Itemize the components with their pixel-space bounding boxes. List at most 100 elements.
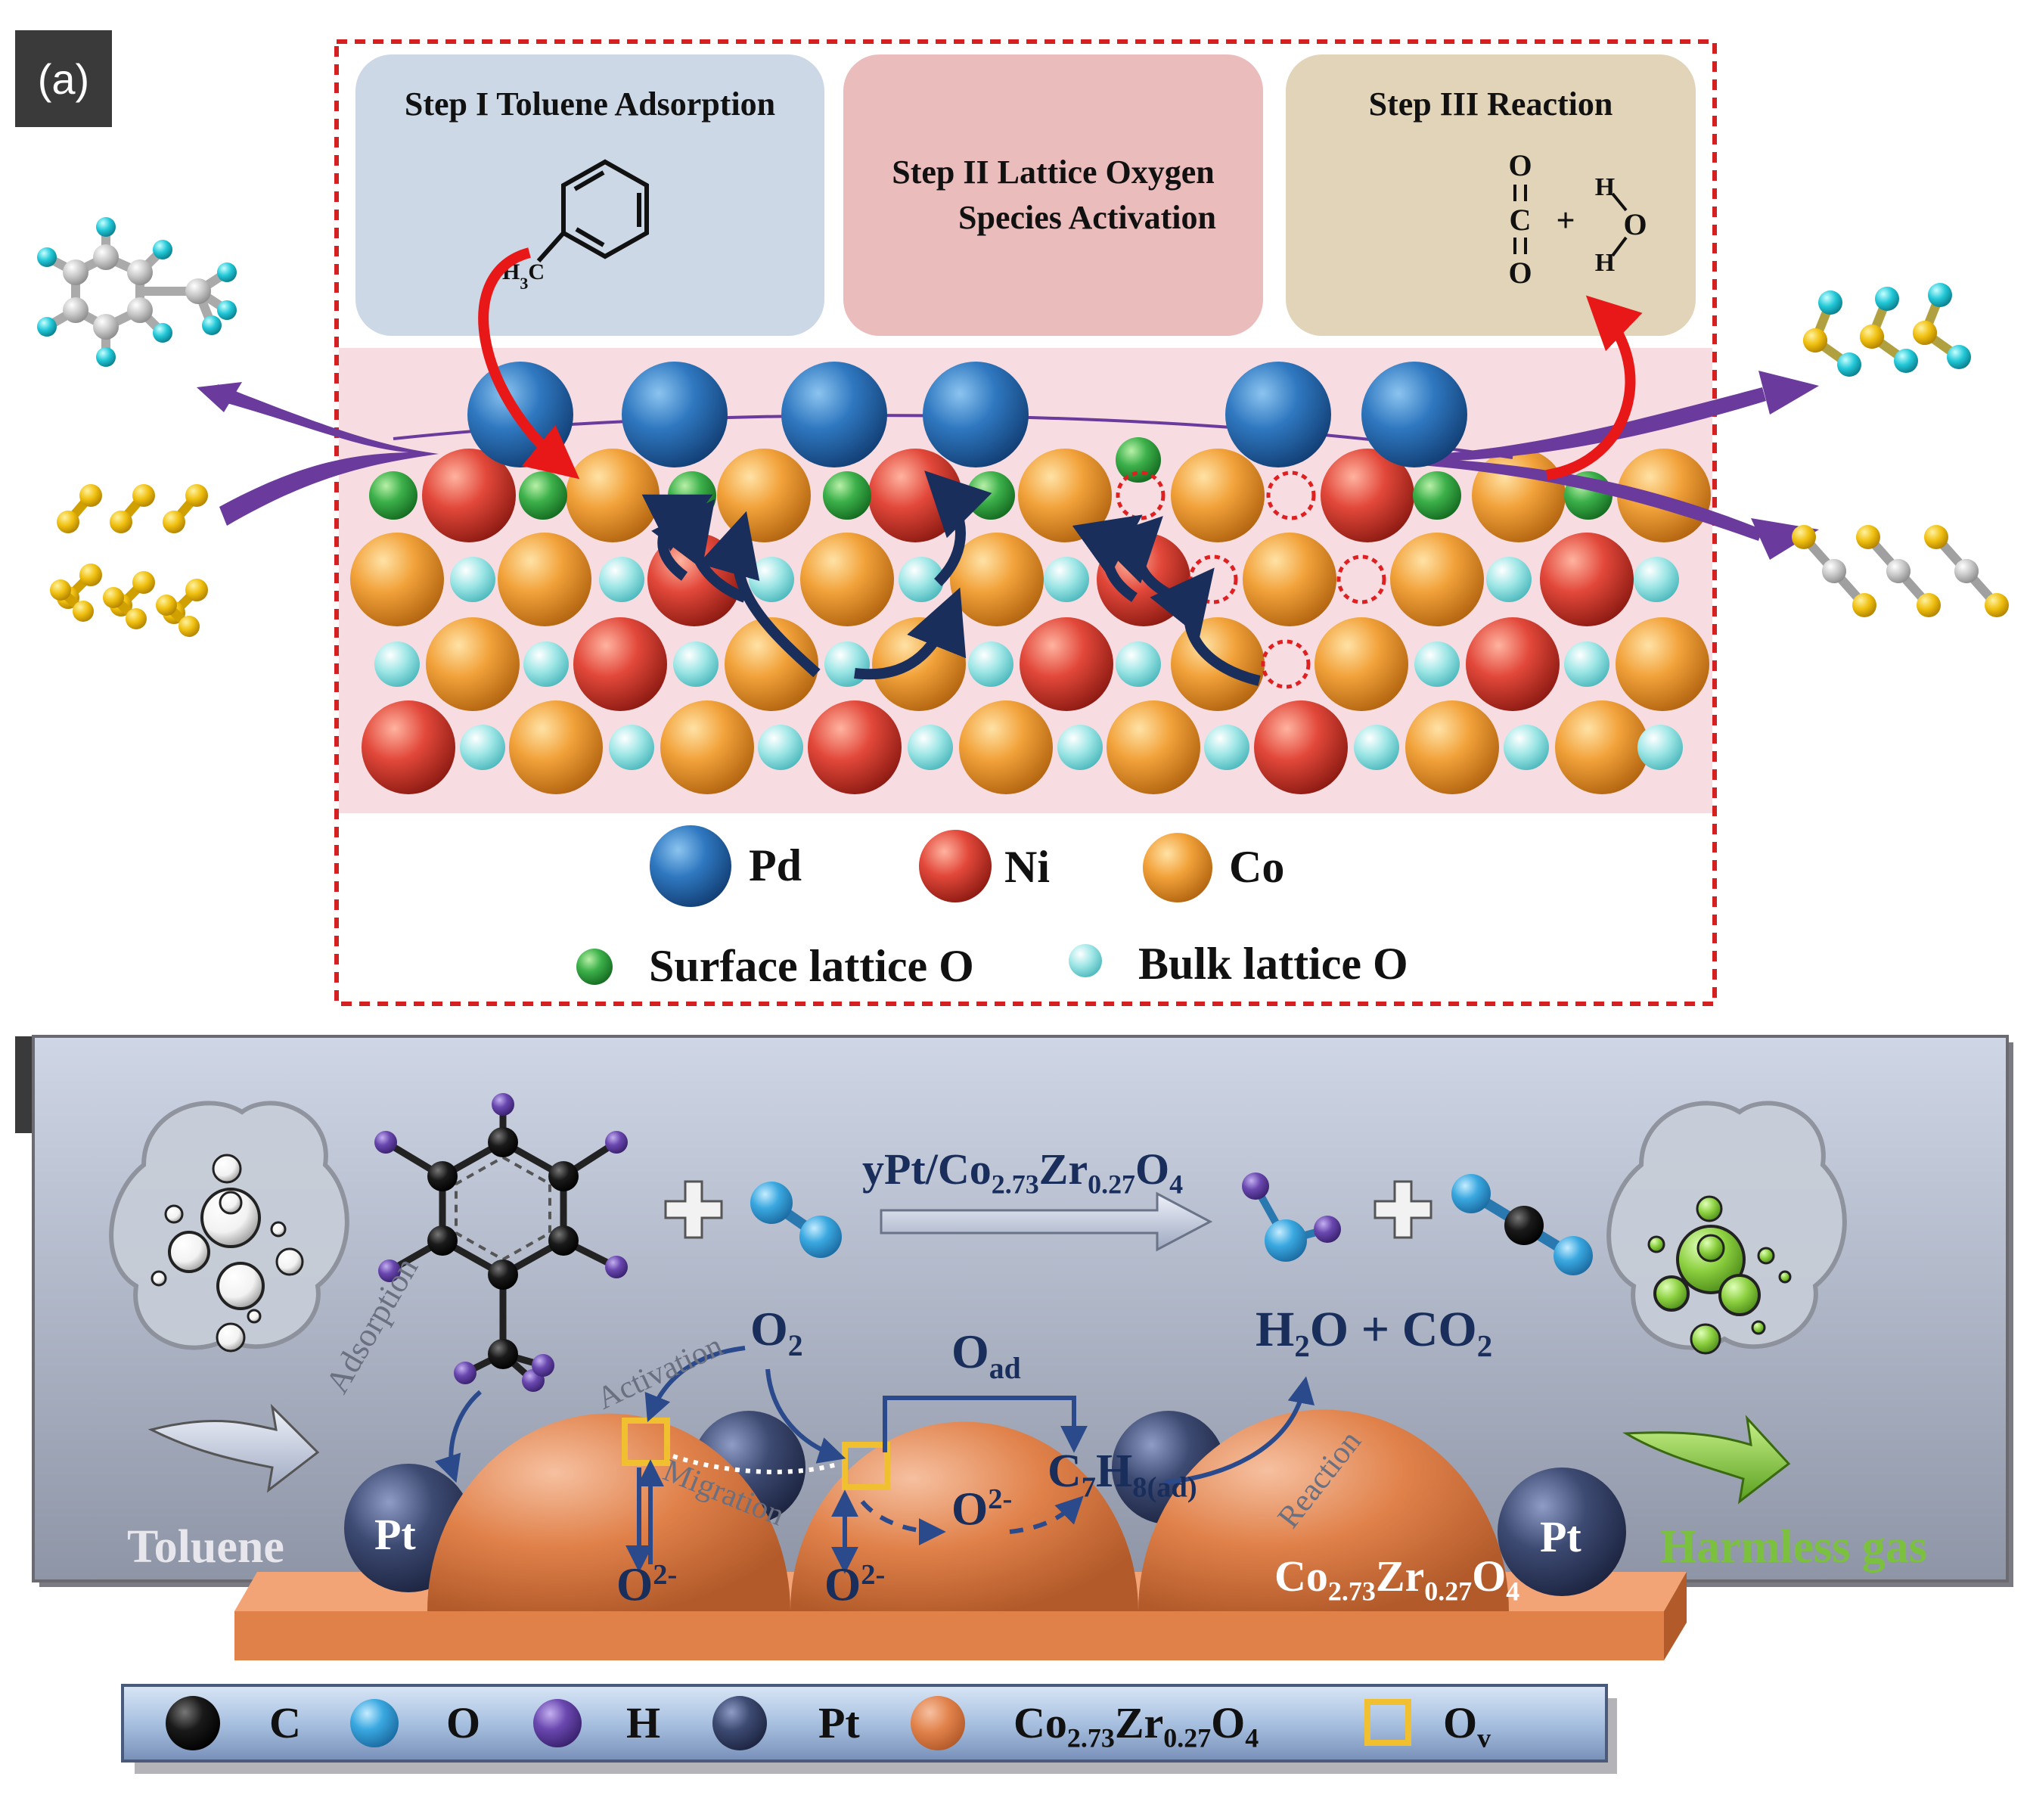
step1-box: [355, 54, 824, 336]
step2-box: [843, 54, 1263, 336]
desorption-arrow-icon: [1545, 295, 1643, 480]
toluene-cloud-icon: [109, 1101, 349, 1353]
molecule-atom: [79, 484, 102, 507]
toluene-inflow-arrow-icon: [147, 1403, 320, 1493]
co2-o-top: O: [1508, 148, 1532, 182]
o2-minus-label-lattice-2: O2-: [824, 1559, 886, 1611]
bulk-lattice-o-atom: [1116, 641, 1161, 687]
lattice-co-atom: [350, 533, 444, 626]
incoming-toluene-molecule-icon: [37, 217, 237, 367]
lattice-co-atom: [1405, 700, 1499, 794]
reaction-products-structure: O C O + H O H: [1508, 148, 1647, 290]
bulk-lattice-o-atom: [523, 641, 569, 687]
lattice-co-atom: [725, 617, 818, 711]
bulk-lattice-o-atom: [1634, 557, 1679, 602]
plus-icon-1: [664, 1180, 723, 1239]
molecule-atom: [1924, 525, 1948, 549]
molecule-atom: [1818, 290, 1842, 315]
lattice-co-atom: [1616, 617, 1709, 711]
panel-b: [32, 1035, 2013, 1774]
support-dome-2: [790, 1421, 1138, 1611]
panel-a: H3C O C O + H O H: [37, 39, 2009, 1006]
oad-label: Oad: [951, 1325, 1021, 1385]
co2-molecule-icon: [1451, 1174, 1593, 1275]
molecule-atom: [126, 608, 147, 629]
adsorbed-toluene-label: C7H8(ad): [1048, 1446, 1197, 1504]
surface-lattice-o-atom: [1116, 437, 1161, 483]
step3-box: [1286, 54, 1696, 336]
molecule-atom: [1928, 283, 1952, 307]
harmless-gas-outflow-arrow-icon: [1622, 1415, 1791, 1505]
lattice-co-atom: [959, 700, 1053, 794]
molecule-atom: [132, 571, 155, 594]
toluene-structure-icon: [536, 159, 649, 262]
lattice-co-atom: [509, 700, 603, 794]
vacancy-4: [1336, 554, 1386, 604]
legend-c-label: C: [269, 1698, 301, 1747]
bulk-lattice-o-atom: [374, 641, 420, 687]
lattice-ni-atom: [1540, 533, 1634, 626]
molecule-atom: [178, 616, 200, 637]
lattice-co-atom: [800, 533, 894, 626]
molecule-atom: [1860, 325, 1884, 349]
step3-label: Step III Reaction: [1286, 54, 1696, 336]
bulk-lattice-o-atom: [1354, 725, 1399, 770]
reaction-arrow-icon: [880, 1191, 1213, 1252]
legend-pt-swatch: [712, 1696, 767, 1750]
molecule-atom: [1913, 321, 1937, 345]
vacancy-2: [1266, 471, 1316, 520]
panel-a-legend: [576, 825, 1212, 985]
molecule-atom: [110, 511, 132, 533]
harmless-gas-label: Harmless gas: [1660, 1521, 1928, 1573]
h2o-molecule-icon: [1242, 1172, 1341, 1262]
harmless-gas-cloud-icon: [1606, 1101, 1847, 1355]
lattice-co-atom: [1315, 617, 1408, 711]
legend-pd-swatch: [650, 825, 731, 907]
molecule-atom: [132, 484, 155, 507]
toluene-label: Toluene: [127, 1521, 284, 1573]
surface-lattice-o-atom: [519, 471, 567, 520]
bulk-lattice-o-atom: [1204, 725, 1249, 770]
migration-arrows-icon: [641, 471, 1261, 686]
legend-co-swatch: [1143, 833, 1212, 902]
lattice-co-atom: [426, 617, 520, 711]
vacancy-1: [1116, 471, 1166, 520]
pd-atom: [1225, 362, 1331, 467]
legend-bulk-o-label: Bulk lattice O: [1138, 939, 1408, 989]
molecule-atom: [73, 601, 94, 622]
step2-text-line2: Species Activation: [958, 199, 1216, 236]
molecule-atom: [79, 564, 102, 586]
legend-vacancy-swatch: [1364, 1699, 1411, 1746]
surface-lattice-o-atom: [967, 471, 1015, 520]
bulk-lattice-o-atom: [450, 557, 495, 602]
lattice-co-atom: [1472, 449, 1566, 542]
molecule-atom: [1856, 525, 1880, 549]
h2o-h-bottom: H: [1595, 249, 1615, 277]
molecule-atom: [1837, 353, 1861, 377]
support-dome-3: [1138, 1409, 1509, 1611]
molecule-atom: [1875, 287, 1899, 311]
bulk-lattice-o-atom: [609, 725, 654, 770]
co2-o-bottom: O: [1508, 256, 1532, 290]
molecule-atom: [163, 511, 185, 533]
bulk-lattice-o-atom: [460, 725, 505, 770]
molecule-atom: [57, 511, 79, 533]
bulk-lattice-o-atom: [599, 557, 644, 602]
bulk-lattice-o-atom: [673, 641, 719, 687]
products-label: H2O + CO2: [1256, 1302, 1493, 1364]
molecule-atom: [1886, 559, 1910, 583]
co2-c: C: [1510, 203, 1532, 237]
legend-pt-label: Pt: [818, 1698, 860, 1747]
molecule-atom: [1822, 559, 1846, 583]
bulk-lattice-o-atom: [1637, 725, 1683, 770]
h2o-h-top: H: [1595, 173, 1615, 201]
molecule-atom: [1792, 525, 1816, 549]
legend-ni-label: Ni: [1004, 842, 1050, 892]
panel-b-legend: [121, 1684, 1617, 1774]
lattice-ni-atom: [1466, 617, 1560, 711]
legend-surface-o-swatch: [576, 949, 613, 985]
molecule-atom: [1852, 593, 1876, 617]
support-label: Co2.73Zr0.27O4: [1274, 1551, 1520, 1607]
panel-a-label: (a): [15, 30, 112, 127]
